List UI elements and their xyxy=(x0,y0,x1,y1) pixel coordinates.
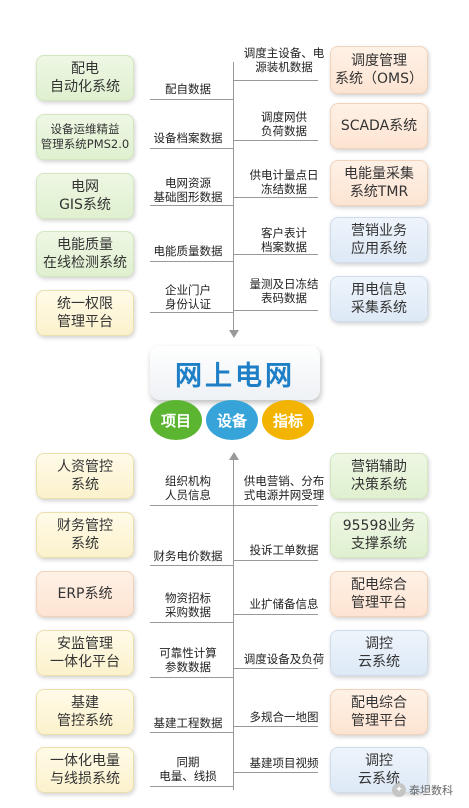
label-marketing-distributed: 供电营销、分布 式电源并网受理 xyxy=(243,474,325,502)
hub-title-box: 网上电网 xyxy=(150,346,320,400)
label-multi-plan-map: 多规合一地图 xyxy=(249,710,319,724)
watermark: ✦ 泰坦数科 xyxy=(392,782,453,798)
label-distribution-data: 配自数据 xyxy=(165,82,211,96)
bottom-trunk-arrow xyxy=(229,452,239,460)
system-infrastructure: 基建 管控系统 xyxy=(36,689,134,735)
label-portal-auth: 企业门户 身份认证 xyxy=(165,283,211,311)
label-same-period: 同期 电量、线损 xyxy=(159,755,217,783)
connector-bottom-left-6 xyxy=(150,786,234,788)
watermark-text: 泰坦数科 xyxy=(409,784,453,797)
bubble-equipment: 设备 xyxy=(206,400,258,440)
connector-top-left-2 xyxy=(150,148,234,150)
system-control-cloud-1: 调控 云系统 xyxy=(330,630,428,676)
system-scada: SCADA系统 xyxy=(330,103,428,149)
system-95598: 95598业务 支撑系统 xyxy=(330,512,428,558)
bubble-indicator: 指标 xyxy=(262,400,314,440)
system-distribution-automation: 配电 自动化系统 xyxy=(36,55,134,101)
connector-bottom-right-4 xyxy=(234,668,318,670)
connector-top-left-1 xyxy=(150,99,234,101)
system-oms: 调度管理 系统（OMS） xyxy=(330,46,428,94)
label-finance-price: 财务电价数据 xyxy=(153,549,223,563)
label-dispatch-equipment: 调度主设备、电 源装机数据 xyxy=(243,46,325,74)
label-reliability: 可靠性计算 参数数据 xyxy=(159,646,217,674)
top-trunk-arrow xyxy=(229,330,239,338)
system-distribution-platform-1: 配电综合 管理平台 xyxy=(330,571,428,617)
label-org-personnel: 组织机构 人员信息 xyxy=(165,474,211,502)
system-unified-auth: 统一权限 管理平台 xyxy=(36,290,134,336)
connector-top-right-4 xyxy=(234,254,318,256)
system-grid-gis: 电网 GIS系统 xyxy=(36,173,134,219)
connector-bottom-left-5 xyxy=(150,732,234,734)
label-infrastructure-data: 基建工程数据 xyxy=(153,716,223,730)
connector-top-right-1 xyxy=(234,80,318,82)
label-measure-freeze: 量测及日冻结 表码数据 xyxy=(249,277,319,305)
system-hr: 人资管控 系统 xyxy=(36,453,134,499)
system-erp: ERP系统 xyxy=(36,571,134,617)
system-line-loss: 一体化电量 与线损系统 xyxy=(36,747,134,793)
system-marketing-decision: 营销辅助 决策系统 xyxy=(330,453,428,499)
wechat-icon: ✦ xyxy=(392,783,406,797)
label-grid-resource-graphics: 电网资源 基础图形数据 xyxy=(153,176,223,204)
top-trunk-line xyxy=(233,62,235,334)
connector-top-left-5 xyxy=(150,312,234,314)
system-pms: 设备运维精益 管理系统PMS2.0 xyxy=(36,114,134,160)
label-dispatch-load: 调度网供 负荷数据 xyxy=(261,110,307,138)
label-customer-meter: 客户表计 档案数据 xyxy=(261,226,307,254)
system-distribution-platform-2: 配电综合 管理平台 xyxy=(330,689,428,735)
connector-top-right-2 xyxy=(234,140,318,142)
connector-bottom-left-4 xyxy=(150,677,234,679)
connector-bottom-left-3 xyxy=(150,622,234,624)
connector-top-right-3 xyxy=(234,197,318,199)
label-expansion-reserve: 业扩储备信息 xyxy=(249,597,319,611)
connector-top-left-3 xyxy=(150,205,234,207)
system-control-cloud-2: 调控 云系统 xyxy=(330,747,428,793)
bottom-trunk-line xyxy=(233,460,235,790)
label-power-quality-data: 电能质量数据 xyxy=(153,244,223,258)
connector-bottom-left-1 xyxy=(150,505,234,507)
system-power-info: 用电信息 采集系统 xyxy=(330,276,428,322)
label-metering-freeze: 供电计量点日 冻结数据 xyxy=(249,168,319,196)
system-power-quality: 电能质量 在线检测系统 xyxy=(36,231,134,277)
label-project-video: 基建项目视频 xyxy=(249,756,319,770)
label-equipment-archive: 设备档案数据 xyxy=(153,131,223,145)
connector-bottom-right-6 xyxy=(234,772,318,774)
system-finance: 财务管控 系统 xyxy=(36,512,134,558)
system-marketing: 营销业务 应用系统 xyxy=(330,217,428,263)
connector-bottom-right-1 xyxy=(234,505,318,507)
bubble-project: 项目 xyxy=(150,400,202,440)
hub-title: 网上电网 xyxy=(175,360,295,392)
label-procurement: 物资招标 采购数据 xyxy=(165,591,211,619)
system-tmr: 电能量采集 系统TMR xyxy=(330,160,428,206)
connector-bottom-right-5 xyxy=(234,726,318,728)
label-complaint-orders: 投诉工单数据 xyxy=(249,543,319,557)
connector-bottom-right-2 xyxy=(234,560,318,562)
connector-top-left-4 xyxy=(150,261,234,263)
hub-online-grid: 网上电网 项目 设备 指标 xyxy=(150,346,320,442)
connector-bottom-left-2 xyxy=(150,565,234,567)
system-safety: 安监管理 一体化平台 xyxy=(36,630,134,676)
label-dispatch-equipment-load: 调度设备及负荷 xyxy=(243,652,325,666)
connector-top-right-5 xyxy=(234,310,318,312)
connector-bottom-right-3 xyxy=(234,614,318,616)
